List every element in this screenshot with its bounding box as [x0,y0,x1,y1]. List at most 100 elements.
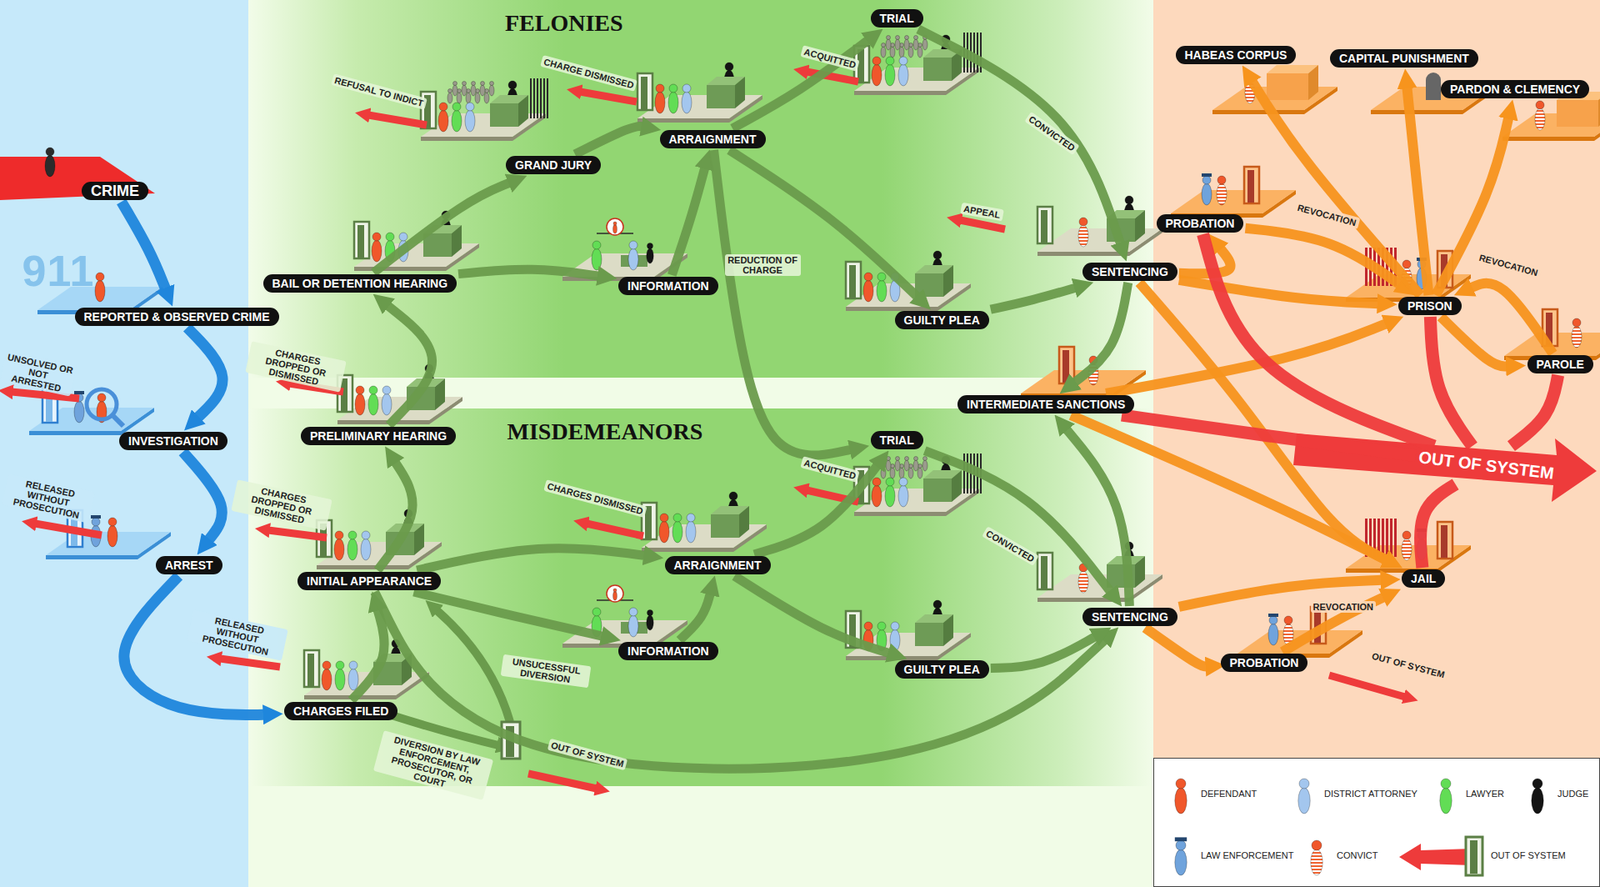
judge-bench [710,514,740,538]
stage-text: TRIAL [880,11,915,25]
flow-arrow [990,287,1077,310]
person-figure [629,607,638,616]
legend-text: DISTRICT ATTORNEY [1324,788,1418,799]
person-figure [461,85,467,96]
stage-text: BAIL OR DETENTION HEARING [272,276,449,290]
stage-text: PROBATION [1230,655,1300,670]
annotation-label: CHARGE DISMISSED [540,55,638,92]
person-figure [871,485,882,507]
stage-text: HABEAS CORPUS [1185,48,1288,62]
stage-text: GUILTY PLEA [904,662,980,676]
door-icon [845,261,861,299]
annotation-label: OUT OF SYSTEM [547,738,628,770]
flow-arrow [458,269,600,276]
door-icon [1037,552,1053,590]
person-figure [465,92,471,104]
person-figure [890,46,895,58]
exit-arrow [1399,843,1473,870]
person-figure [898,485,909,507]
person-figure [917,467,923,479]
stage-platform [854,90,946,95]
judge-bench [414,523,425,555]
stage-illustration [562,585,688,648]
judge-bench [923,57,952,81]
door-icon [1247,170,1255,203]
stage-label: CHARGES FILED [284,701,398,720]
person-figure [1310,849,1323,875]
legend-entry: LAWYER [1429,770,1505,817]
person-figure [885,477,895,486]
flow-arrow [416,548,645,570]
stage-text: ARREST [165,558,214,572]
person-figure [1532,778,1543,789]
stage-text: CHARGES FILED [293,704,389,718]
person-figure [1535,100,1545,110]
annotation-label: REFUSAL TO INDICT [330,73,427,110]
person-figure [1078,570,1089,593]
judge-bench [915,622,944,646]
flow-arrow [714,150,852,455]
legend-entry: OUT OF SYSTEM [1395,831,1566,879]
person-figure [613,225,618,234]
exit-arrow [268,530,327,538]
person-figure [729,491,738,500]
person-figure [1175,787,1187,814]
stage-label: REPORTED & OBSERVED CRIME [75,307,280,326]
stage-label: INFORMATION [618,641,719,660]
stage-label: CAPITAL PUNISHMENT [1330,49,1479,68]
person-figure [451,110,462,132]
person-figure [355,393,365,415]
person-figure [660,513,669,522]
person-figure [877,272,886,281]
stage-label: ARREST [155,555,223,575]
flow-arrow [754,465,878,555]
person-figure [1216,183,1227,205]
flow-arrow [182,451,222,540]
cell-bars [966,453,969,494]
person-figure [368,393,379,415]
stage-label: PAROLE [1527,355,1594,374]
person-figure [348,668,359,690]
legend-icon [1287,770,1321,817]
cell-bars [536,78,539,119]
exit-label: OUT OF SYSTEM [1417,447,1555,483]
stage-label: HABEAS CORPUS [1175,45,1297,65]
police-hat [90,515,101,519]
legend-icon [1429,770,1463,817]
section-heading: FELONIES [505,10,624,37]
cell-bars [976,32,979,73]
person-figure [490,81,495,86]
cell-bars [1381,518,1385,557]
legend-box: DEFENDANTDISTRICT ATTORNEYLAWYERJUDGELAW… [1153,757,1600,887]
person-figure [1175,840,1186,850]
stage-illustration [637,62,763,123]
person-figure [448,89,453,94]
flow-arrow [387,305,433,425]
stage-platform [1212,110,1305,115]
person-figure [899,467,905,479]
judge-bench [1135,555,1145,588]
person-figure [91,517,100,526]
person-figure [95,272,105,281]
stage-platform [637,118,730,123]
person-figure [1572,318,1581,327]
person-figure [933,250,942,260]
flow-label: REVOCATION [1475,250,1541,280]
police-panel [0,0,249,887]
stage-label: INVESTIGATION [119,431,228,450]
person-figure [381,393,392,415]
person-figure [1299,778,1310,789]
stage-illustration [1037,195,1163,256]
flow-label: CONVICTED [981,525,1039,566]
person-figure [890,629,900,651]
stage-platform [354,266,446,271]
stage-text: PRELIMINARY HEARING [310,429,447,443]
flow-arrow [1145,627,1208,667]
person-figure [108,517,117,526]
flow-arrow [734,575,890,654]
section-heading: MISDEMEANORS [507,418,704,445]
flow-arrow [680,592,711,640]
flow-arrow [1179,280,1380,304]
box-icon [1598,91,1600,127]
stage-label: PRELIMINARY HEARING [300,426,456,445]
